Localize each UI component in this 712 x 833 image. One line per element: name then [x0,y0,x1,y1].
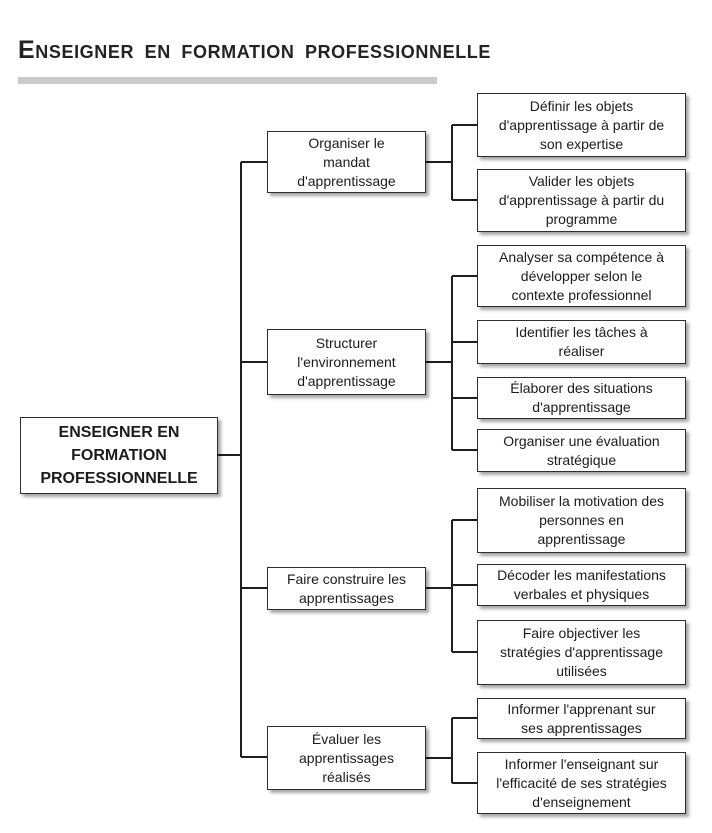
node-root-label: ENSEIGNER EN FORMATION PROFESSIONNELLE [40,424,198,487]
node-leaf-decoder-manifestations: Décoder les manifestations verbales et p… [477,564,686,606]
node-label: Organiser une évaluation stratégique [503,432,660,468]
node-label: Structurer l'environnement d'apprentissa… [297,334,396,389]
node-label: Valider les objets d'apprentissage à par… [498,173,665,227]
node-leaf-informer-apprenant: Informer l'apprenant sur ses apprentissa… [477,698,686,739]
node-label: Élaborer des situations d'apprentissage [510,380,653,415]
node-branch-structurer-environnement: Structurer l'environnement d'apprentissa… [267,329,426,395]
connector-group-3 [426,519,477,653]
node-label: Identifier les tâches à réaliser [515,324,648,359]
node-root: ENSEIGNER EN FORMATION PROFESSIONNELLE [20,417,218,494]
node-leaf-identifier-taches: Identifier les tâches à réaliser [477,320,686,364]
node-label: Organiser le mandat d'apprentissage [297,134,396,189]
node-leaf-definir-objets: Définir les objets d'apprentissage à par… [477,93,686,157]
node-leaf-elaborer-situations: Élaborer des situations d'apprentissage [477,377,686,419]
node-label: Évaluer les apprentissages réalisés [299,730,394,785]
node-label: Définir les objets d'apprentissage à par… [498,97,665,152]
node-label: Analyser sa compétence à développer selo… [499,248,664,303]
connector-group-4 [426,717,477,784]
node-branch-evaluer: Évaluer les apprentissages réalisés [267,726,426,790]
node-leaf-organiser-evaluation: Organiser une évaluation stratégique [477,429,686,472]
node-label: Informer l'enseignant sur l'efficacité d… [496,755,667,810]
node-branch-organiser-mandat: Organiser le mandat d'apprentissage [267,131,426,193]
node-label: Faire objectiver les stratégies d'appren… [500,625,663,679]
node-label: Mobiliser la motivation des personnes en… [499,493,664,547]
node-leaf-informer-enseignant: Informer l'enseignant sur l'efficacité d… [477,752,686,814]
node-branch-faire-construire: Faire construire les apprentissages [267,567,426,610]
node-label: Faire construire les apprentissages [286,570,407,606]
connector-group-1 [426,124,477,201]
node-leaf-analyser-competence: Analyser sa compétence à développer selo… [477,245,686,307]
node-leaf-mobiliser-motivation: Mobiliser la motivation des personnes en… [477,488,686,553]
node-leaf-faire-objectiver: Faire objectiver les stratégies d'appren… [477,620,686,685]
node-label: Décoder les manifestations verbales et p… [497,567,666,602]
node-label: Informer l'apprenant sur ses apprentissa… [507,700,656,736]
page-title: Enseigner en formation professionnelle [18,36,492,64]
connector-trunk [218,161,267,758]
connector-group-2 [426,275,477,451]
node-leaf-valider-objets: Valider les objets d'apprentissage à par… [477,169,686,232]
title-underline [18,77,437,84]
